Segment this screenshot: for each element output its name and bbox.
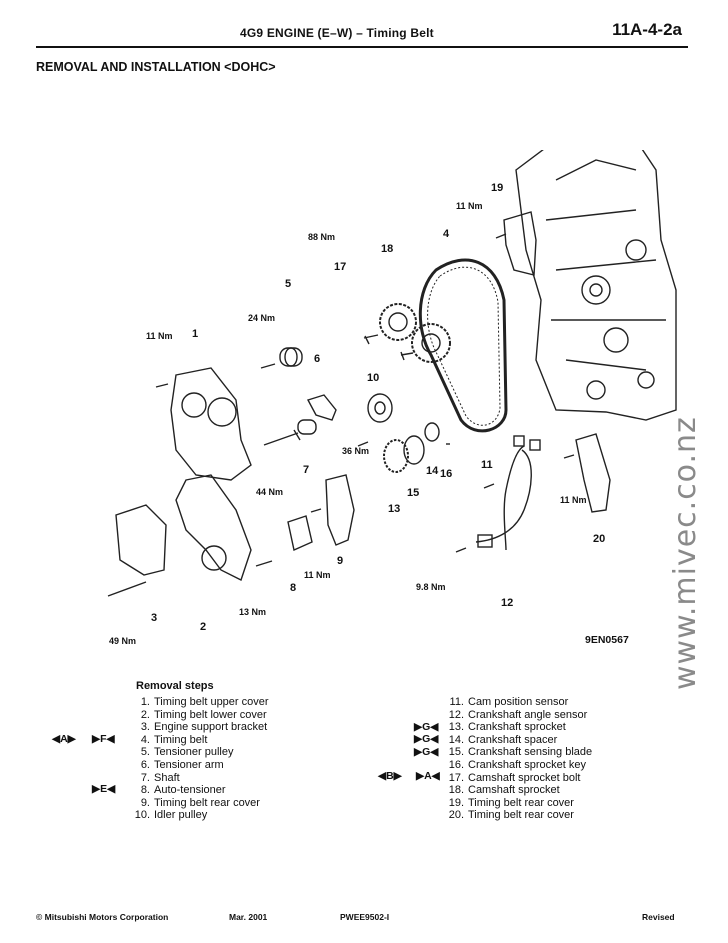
callout-1: 1 xyxy=(192,328,199,340)
callout-2: 2 xyxy=(200,621,207,633)
callout-14: 14 xyxy=(426,465,439,477)
diagram-drawing xyxy=(107,150,677,597)
callout-8: 8 xyxy=(290,582,297,594)
removal-step: 18.Camshaft sprocket xyxy=(448,784,560,797)
removal-step: 15.Crankshaft sensing blade xyxy=(448,746,593,759)
watermark-text: www.mivec.co.nz xyxy=(668,416,703,690)
header-rule xyxy=(36,46,688,48)
service-marker: ▶F◀ xyxy=(92,733,115,745)
camshaft-sprocket-a xyxy=(379,303,417,341)
torque-label: 36 Nm xyxy=(342,446,370,456)
callout-6: 6 xyxy=(314,353,321,365)
camshaft-sprocket-b xyxy=(411,323,451,363)
callout-19: 19 xyxy=(491,182,504,194)
tensioner-pulley xyxy=(279,347,303,367)
callout-17: 17 xyxy=(334,261,347,273)
rear-cover-9 xyxy=(325,474,355,546)
removal-step: 17.Camshaft sprocket bolt xyxy=(448,771,581,784)
service-marker: ▶A◀ xyxy=(416,770,440,782)
footer-code: PWEE9502-I xyxy=(340,912,390,922)
removal-step: 20.Timing belt rear cover xyxy=(448,809,574,822)
footer-status: Revised xyxy=(642,912,675,922)
sensor-wiring xyxy=(475,445,532,551)
callout-4: 4 xyxy=(443,228,450,240)
torque-label: 88 Nm xyxy=(308,232,336,242)
engine-block xyxy=(515,150,677,421)
callout-7: 7 xyxy=(303,464,310,476)
service-marker: ▶G◀ xyxy=(414,746,439,758)
removal-step: 6.Tensioner arm xyxy=(140,758,224,771)
callout-3: 3 xyxy=(151,612,158,624)
removal-step: 5.Tensioner pulley xyxy=(140,746,234,759)
page-number: 11A-4-2a xyxy=(612,20,682,39)
rear-cover-20 xyxy=(575,433,611,513)
service-marker: ▶E◀ xyxy=(92,783,116,795)
callout-9: 9 xyxy=(337,555,344,567)
section-title: REMOVAL AND INSTALLATION <DOHC> xyxy=(36,60,276,74)
service-marker: ▶G◀ xyxy=(414,721,439,733)
service-marker: ▶G◀ xyxy=(414,733,439,745)
auto-tensioner xyxy=(287,515,313,551)
exploded-diagram: 19 11 Nm 4 88 Nm 18 17 5 24 Nm 11 Nm 1 6… xyxy=(36,150,686,660)
figure-code: 9EN0567 xyxy=(585,634,629,646)
callout-13: 13 xyxy=(388,503,401,515)
removal-steps-title: Removal steps xyxy=(136,680,214,692)
upper-cover xyxy=(170,367,252,481)
timing-belt xyxy=(418,258,508,433)
callout-16: 16 xyxy=(440,468,453,480)
engine-support-bracket xyxy=(115,504,167,576)
removal-step: 13.Crankshaft sprocket xyxy=(448,721,566,734)
torque-label: 11 Nm xyxy=(304,570,331,580)
service-marker: ◀B▶ xyxy=(378,770,402,782)
removal-step: 10.Idler pulley xyxy=(134,809,208,822)
torque-label: 11 Nm xyxy=(456,201,483,211)
torque-label: 11 Nm xyxy=(146,331,173,341)
removal-step: 11.Cam position sensor xyxy=(449,696,569,708)
removal-step: 4.Timing belt xyxy=(140,733,208,746)
callout-11: 11 xyxy=(481,459,493,471)
callout-5: 5 xyxy=(285,278,292,290)
crankshaft-blade xyxy=(403,435,425,465)
torque-label: 11 Nm xyxy=(560,495,587,505)
header-title: 4G9 ENGINE (E–W) – Timing Belt xyxy=(240,26,434,40)
removal-step: 2.Timing belt lower cover xyxy=(140,708,267,721)
idler-pulley xyxy=(367,393,393,423)
removal-steps-right: 11.Cam position sensor 12.Crankshaft ang… xyxy=(446,696,676,822)
torque-label: 9.8 Nm xyxy=(416,582,446,592)
removal-step: 16.Crankshaft sprocket key xyxy=(448,758,586,771)
removal-step: 9.Timing belt rear cover xyxy=(140,796,260,809)
removal-step: 3.Engine support bracket xyxy=(140,721,268,734)
removal-step: 12.Crankshaft angle sensor xyxy=(448,708,588,721)
shaft xyxy=(263,429,301,446)
removal-step: 19.Timing belt rear cover xyxy=(448,796,574,809)
torque-label: 44 Nm xyxy=(256,487,284,497)
callout-20: 20 xyxy=(593,533,606,545)
torque-label: 13 Nm xyxy=(239,607,267,617)
rear-cover-19 xyxy=(503,211,537,276)
footer-copyright: © Mitsubishi Motors Corporation xyxy=(36,912,169,922)
crankshaft-sprocket xyxy=(383,439,409,473)
removal-step: 7.Shaft xyxy=(140,771,180,784)
crankshaft-spacer xyxy=(424,422,440,442)
service-marker: ◀A▶ xyxy=(52,733,76,745)
removal-steps-left: 1.Timing belt upper cover 2.Timing belt … xyxy=(132,696,352,822)
removal-step: 14.Crankshaft spacer xyxy=(448,733,558,746)
tensioner-arm xyxy=(306,394,337,421)
lower-cover xyxy=(175,474,252,581)
removal-step: 1.Timing belt upper cover xyxy=(140,696,269,708)
callout-12: 12 xyxy=(501,597,514,609)
torque-label: 49 Nm xyxy=(109,636,137,646)
callout-10: 10 xyxy=(367,372,380,384)
callout-18: 18 xyxy=(381,243,394,255)
callout-15: 15 xyxy=(407,487,420,499)
footer-date: Mar. 2001 xyxy=(229,912,268,922)
torque-label: 24 Nm xyxy=(248,313,276,323)
removal-step: 8.Auto-tensioner xyxy=(140,784,226,797)
